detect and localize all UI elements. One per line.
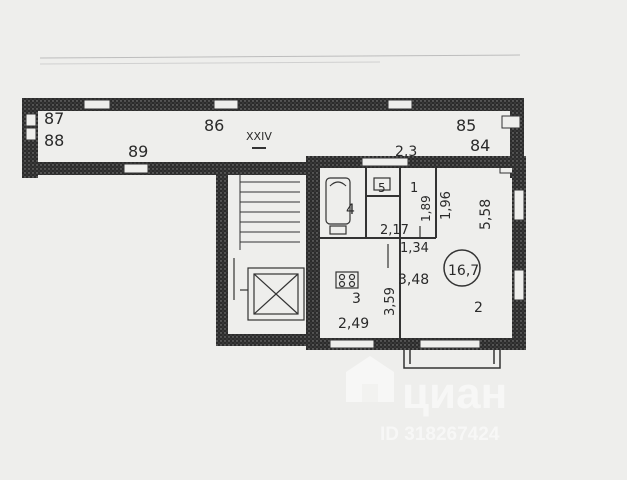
stair-steps: [239, 170, 300, 250]
room-area: 16,7: [448, 263, 479, 279]
apartment-openings: [329, 157, 525, 349]
stove: [335, 271, 359, 289]
corridor-label-84: 84: [470, 136, 490, 155]
cian-logo-icon: [346, 356, 394, 402]
corridor-label-85: 85: [456, 116, 476, 135]
room-circle: [443, 249, 481, 287]
dim-room-len: 5,58: [478, 199, 494, 230]
corridor-openings: [25, 99, 521, 174]
watermark: циан ID 318267424: [346, 356, 507, 445]
corridor-labels: 87 86 85 88 89 84 XXIV: [44, 109, 490, 161]
bathtub: [325, 177, 351, 225]
wc-label: 5: [378, 181, 386, 195]
dim-top: 2,3: [395, 144, 417, 160]
stair-walls: [216, 162, 310, 346]
dim-hall-a: 1,34: [400, 241, 429, 256]
balcony: [403, 350, 501, 369]
elevator-shaft: [233, 258, 305, 321]
scan-line: [39, 54, 521, 59]
toilet: [373, 177, 391, 191]
dim-bath-w: 2,17: [380, 223, 409, 238]
room-label: 1: [410, 181, 418, 196]
stair-mark: XXIV: [246, 130, 272, 143]
corridor-label-89: 89: [128, 142, 148, 161]
sink: [329, 225, 347, 235]
bath-area: 4: [346, 202, 355, 218]
interior-partitions: [320, 168, 437, 338]
corridor-label-87: 87: [44, 109, 64, 128]
apartment-labels: 2,3 1 4 5 1,89 1,96 5,58 2,17 1,34 3,48 …: [338, 144, 494, 332]
corridor-label-86: 86: [204, 116, 224, 135]
kitchen-label: 3: [352, 291, 361, 307]
watermark-id: ID 318267424: [380, 424, 500, 445]
dim-room-w: 1,96: [439, 191, 454, 220]
hall-label: 2: [474, 300, 483, 316]
doors: [387, 226, 421, 268]
dim-hall-b: 3,48: [398, 272, 429, 288]
scan-line: [39, 61, 381, 65]
watermark-brand: циан: [402, 369, 507, 418]
dim-wc-h: 1,89: [419, 195, 433, 222]
corridor-label-88: 88: [44, 131, 64, 150]
dim-kitchen-w: 2,49: [338, 316, 369, 332]
dim-kitchen-h: 3,59: [383, 287, 398, 316]
